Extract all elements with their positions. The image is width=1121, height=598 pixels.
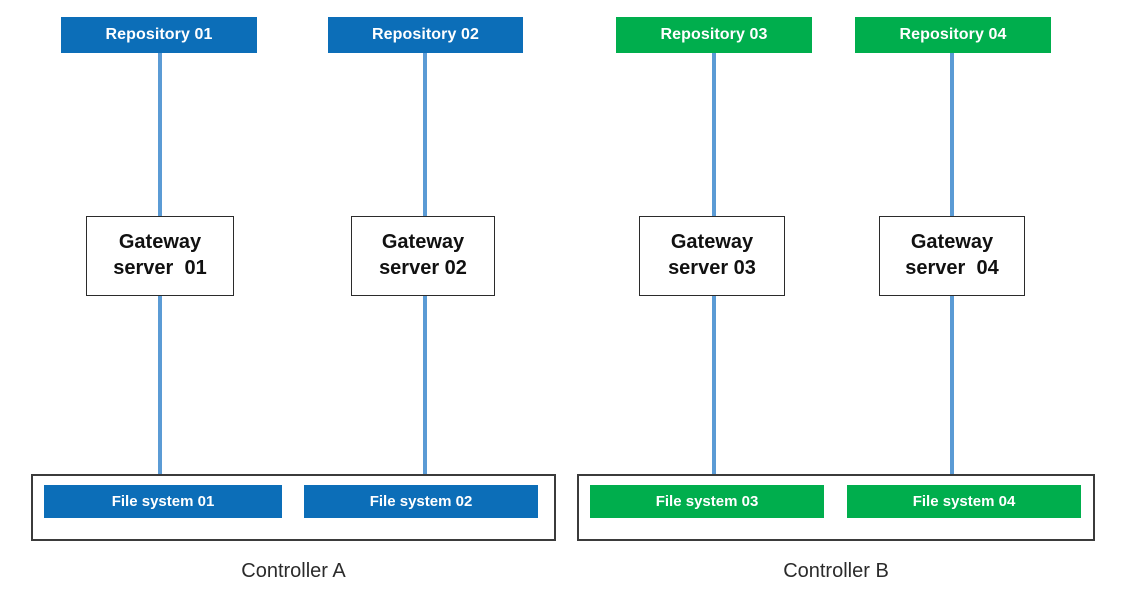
controller-b-caption-text: Controller B: [783, 560, 889, 582]
connector-line-repo02-to-gateway02: [423, 52, 427, 217]
controller-a-caption: Controller A: [31, 560, 556, 583]
gateway-label-04-line2: server 04: [905, 257, 999, 279]
gateway-label-02-line2: server 02: [379, 257, 467, 279]
repository-box-04[interactable]: Repository 04: [855, 17, 1051, 53]
repository-label-01: Repository 01: [105, 26, 213, 43]
file-system-box-02[interactable]: File system 02: [304, 485, 538, 518]
repository-label-02: Repository 02: [371, 26, 480, 43]
connector-line-gateway03-to-filesystem03: [712, 295, 716, 476]
gateway-label-04-line1: Gateway: [910, 231, 994, 254]
gateway-label-01-line1: Gateway: [118, 231, 202, 254]
connector-line-gateway02-to-filesystem02: [423, 295, 427, 476]
file-system-box-01[interactable]: File system 01: [44, 485, 282, 518]
gateway-server-box-01[interactable]: Gateway server 01: [86, 216, 234, 296]
file-system-label-03: File system 03: [655, 493, 759, 510]
gateway-server-box-04[interactable]: Gateway server 04: [879, 216, 1025, 296]
controller-b-caption: Controller B: [577, 560, 1095, 583]
repository-label-03: Repository 03: [660, 26, 768, 43]
file-system-box-04[interactable]: File system 04: [847, 485, 1081, 518]
repository-label-04: Repository 04: [899, 26, 1007, 43]
repository-box-02[interactable]: Repository 02: [328, 17, 523, 53]
gateway-label-01-line2: server 01: [113, 257, 207, 279]
file-system-label-02: File system 02: [369, 493, 473, 510]
file-system-label-01: File system 01: [111, 493, 215, 510]
gateway-server-box-03[interactable]: Gateway server 03: [639, 216, 785, 296]
connector-line-repo04-to-gateway04: [950, 52, 954, 217]
gateway-server-box-02[interactable]: Gateway server 02: [351, 216, 495, 296]
gateway-label-03-line2: server 03: [668, 257, 756, 279]
connector-line-repo01-to-gateway01: [158, 52, 162, 217]
connector-line-gateway01-to-filesystem01: [158, 295, 162, 476]
repository-box-03[interactable]: Repository 03: [616, 17, 812, 53]
file-system-box-03[interactable]: File system 03: [590, 485, 824, 518]
file-system-label-04: File system 04: [912, 493, 1016, 510]
controller-a-caption-text: Controller A: [241, 560, 346, 582]
gateway-label-03-line1: Gateway: [670, 231, 754, 254]
repository-box-01[interactable]: Repository 01: [61, 17, 257, 53]
connector-line-repo03-to-gateway03: [712, 52, 716, 217]
connector-line-gateway04-to-filesystem04: [950, 295, 954, 476]
gateway-label-02-line1: Gateway: [381, 231, 465, 254]
